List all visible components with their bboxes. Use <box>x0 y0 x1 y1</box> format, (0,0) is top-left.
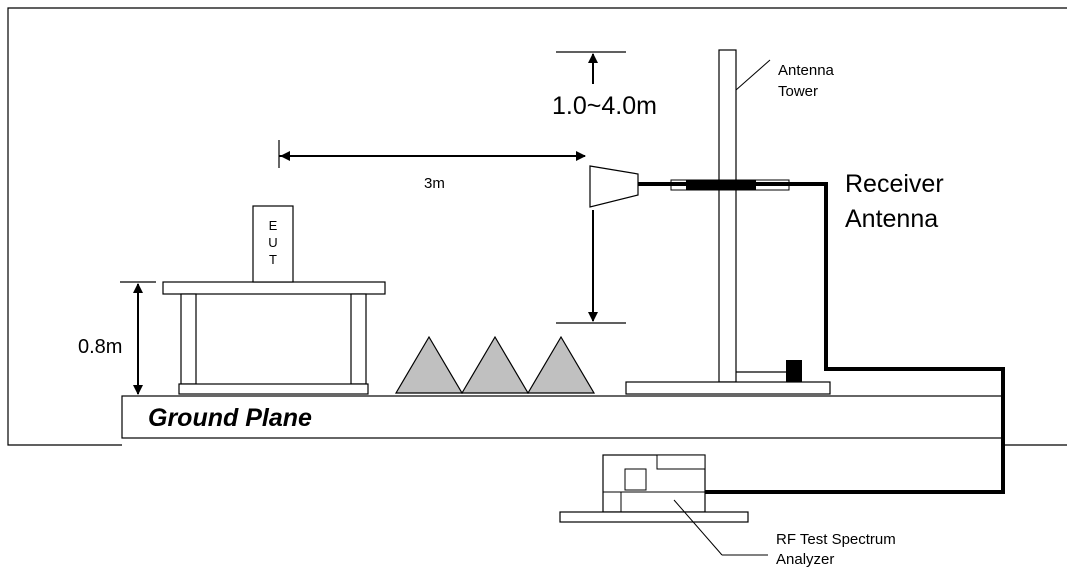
antenna-height-label: 1.0~4.0m <box>552 92 657 120</box>
table-height-label: 0.8m <box>78 336 122 358</box>
analyzer-screen <box>624 468 647 491</box>
absorber-1 <box>394 335 464 394</box>
eut-box <box>252 205 294 283</box>
antenna-tower <box>625 49 831 395</box>
eut-table <box>162 281 386 395</box>
table-height-dimension <box>120 281 156 395</box>
eut-letter-u: U <box>268 235 277 250</box>
analyzer-label-line1: RF Test Spectrum <box>776 531 896 548</box>
ground-plane-label: Ground Plane <box>148 404 312 432</box>
ground-plane <box>121 395 1004 439</box>
distance-dimension <box>278 140 586 168</box>
antenna-height-dimension <box>556 51 626 324</box>
receiver-antenna-horn <box>589 165 639 208</box>
eut-letter-e: E <box>269 218 278 233</box>
analyzer-label-line2: Analyzer <box>776 551 834 568</box>
tower-motor-block <box>786 360 802 382</box>
spectrum-analyzer <box>559 454 768 556</box>
absorbers <box>394 335 596 394</box>
chamber-enclosure <box>7 7 1067 446</box>
absorber-2 <box>460 335 530 394</box>
eut-letter-t: T <box>269 252 277 267</box>
analyzer-shelf <box>559 511 749 523</box>
antenna-tower-label-line2: Tower <box>778 83 818 100</box>
receiver-antenna-label-line1: Receiver <box>845 170 944 198</box>
coax-cable <box>638 182 1005 494</box>
receiver-antenna-label-line2: Antenna <box>845 205 938 233</box>
absorber-3 <box>526 335 596 394</box>
distance-label: 3m <box>424 175 445 192</box>
antenna-tower-label-line1: Antenna <box>778 62 835 79</box>
